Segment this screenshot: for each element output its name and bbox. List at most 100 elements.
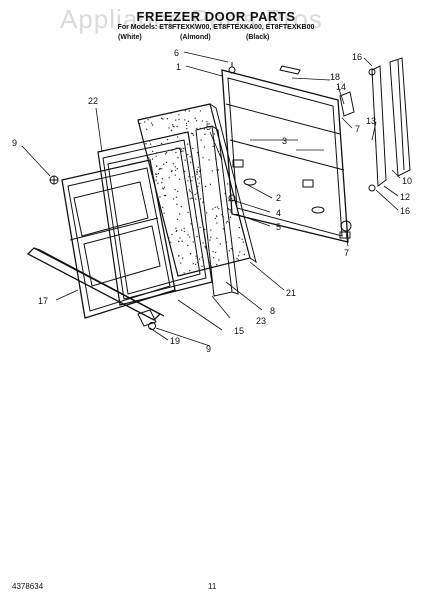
stipple-dot (155, 176, 158, 178)
stipple-dot (180, 229, 183, 231)
screws (49, 62, 376, 330)
stipple-dot (238, 237, 240, 239)
variant-label-white: (White) (118, 34, 142, 41)
stipple-dot (158, 168, 160, 170)
door-handle (26, 247, 165, 327)
stipple-dot (184, 159, 186, 161)
stipple-dot (148, 140, 151, 142)
stipple-dot (175, 196, 178, 198)
stipple-dot (215, 215, 218, 217)
stipple-dot (144, 121, 146, 123)
stipple-dot (176, 136, 179, 138)
stipple-dot (229, 209, 232, 211)
stipple-dot (199, 110, 202, 112)
stipple-dot (239, 251, 241, 253)
callout-16a: 16 (352, 52, 362, 62)
callout-9a: 9 (12, 138, 17, 148)
stipple-dot (209, 239, 211, 241)
stipple-dot (196, 173, 198, 175)
stipple-dot (155, 165, 158, 167)
stipple-dot (155, 155, 157, 157)
callout-23: 23 (256, 316, 266, 326)
stipple-dot (190, 223, 192, 225)
callout-numbers: 1 2 3 4 5 5 6 7 7 8 9 9 10 12 13 14 15 1… (12, 48, 412, 354)
stipple-dot (180, 262, 182, 264)
stipple-dot (203, 146, 206, 148)
stipple-dot (202, 157, 204, 159)
stipple-dot (151, 167, 153, 169)
stipple-dot (175, 147, 177, 149)
stipple-dot (176, 168, 178, 170)
stipple-dot (176, 125, 178, 128)
stipple-dot (187, 153, 189, 156)
stipple-dot (211, 170, 213, 172)
stipple-dot (187, 120, 190, 123)
stipple-dot (161, 187, 164, 189)
stipple-dot (192, 197, 194, 200)
stipple-dot (152, 124, 154, 126)
stipple-dot (165, 161, 168, 164)
stipple-dot (230, 248, 232, 250)
stipple-dot (202, 260, 205, 262)
stipple-dot (198, 182, 200, 184)
stipple-dot (210, 236, 212, 238)
stipple-dot (184, 119, 186, 121)
stipple-dot (192, 133, 194, 135)
stipple-dot (191, 197, 193, 199)
stipple-dot (175, 227, 177, 229)
stipple-dot (225, 222, 227, 224)
stipple-dot (198, 170, 201, 172)
stipple-dot (202, 201, 204, 203)
callout-15: 15 (234, 326, 244, 336)
stipple-dot (204, 185, 207, 188)
stipple-dot (187, 180, 189, 182)
stipple-dot (226, 220, 228, 223)
stipple-dot (184, 110, 187, 112)
stipple-dot (216, 222, 218, 224)
callout-8: 8 (270, 306, 275, 316)
stipple-dot (145, 147, 148, 149)
leader-lines (21, 51, 401, 347)
outer-door-panel (195, 125, 239, 297)
door-frame (221, 69, 349, 243)
stipple-dot (176, 218, 179, 221)
stipple-dot (170, 129, 173, 132)
stipple-dot (157, 182, 159, 185)
stipple-dot (212, 251, 214, 253)
stipple-dot (206, 121, 208, 123)
hinge-bracket (339, 57, 411, 187)
stipple-dot (189, 236, 191, 238)
stipple-dot (216, 263, 218, 266)
stipple-dot (205, 247, 207, 249)
stipple-dot (162, 118, 164, 120)
stipple-dot (162, 163, 165, 165)
stipple-dot (155, 173, 157, 175)
callout-18: 18 (330, 72, 340, 82)
callout-3: 3 (282, 136, 287, 146)
stipple-dot (172, 124, 174, 126)
stipple-dot (191, 192, 193, 194)
callout-5a: 5 (206, 122, 211, 132)
stipple-dot (194, 263, 197, 266)
stipple-dot (157, 172, 160, 175)
stipple-dot (168, 237, 170, 239)
callout-22: 22 (88, 96, 98, 106)
stipple-dot (156, 152, 158, 154)
insulation-panel (137, 103, 257, 277)
stipple-dot (170, 241, 172, 243)
stipple-dot (186, 192, 188, 194)
stipple-dot (159, 196, 161, 198)
stipple-dot (216, 237, 218, 239)
stipple-dot (160, 117, 163, 120)
stipple-dot (196, 192, 198, 194)
stipple-dot (188, 189, 191, 191)
stipple-dot (166, 138, 169, 141)
variant-label-black: (Black) (246, 34, 270, 41)
stipple-dot (201, 220, 203, 222)
stipple-dot (161, 168, 163, 170)
stipple-dot (192, 228, 194, 230)
callout-4: 4 (276, 208, 281, 218)
stipple-dot (185, 132, 188, 134)
stipple-dot (163, 194, 166, 197)
stipple-dot (178, 114, 180, 116)
